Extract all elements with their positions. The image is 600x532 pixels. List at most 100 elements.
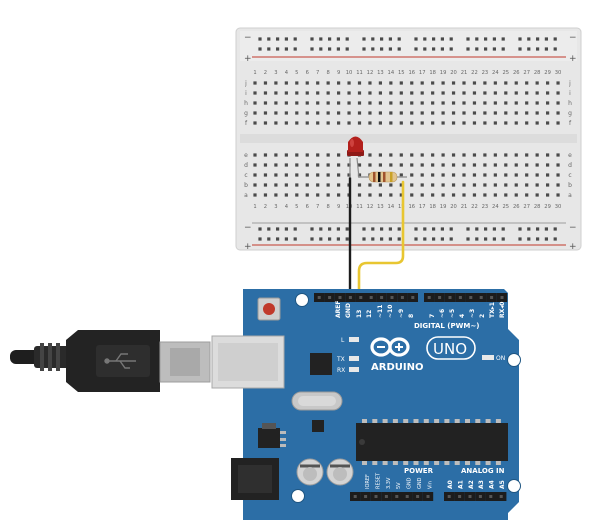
rail-hole[interactable] [440,47,444,51]
terminal-hole[interactable] [462,81,466,85]
rail-hole[interactable] [397,37,401,41]
terminal-hole[interactable] [263,101,268,105]
rail-hole[interactable] [475,237,479,241]
terminal-hole[interactable] [253,193,257,197]
terminal-hole[interactable] [337,193,341,197]
rail-hole[interactable] [336,47,340,51]
terminal-hole[interactable] [483,173,487,177]
terminal-hole[interactable] [451,173,456,177]
terminal-hole[interactable] [483,81,487,85]
terminal-hole[interactable] [504,163,508,167]
rail-hole[interactable] [319,37,323,41]
rail-hole[interactable] [258,37,262,41]
analog-header[interactable] [444,492,507,501]
terminal-hole[interactable] [389,121,393,125]
rail-hole[interactable] [397,227,401,231]
terminal-hole[interactable] [284,121,288,125]
terminal-hole[interactable] [253,101,257,105]
terminal-hole[interactable] [368,163,372,167]
terminal-hole[interactable] [451,163,456,167]
terminal-hole[interactable] [535,121,539,125]
terminal-hole[interactable] [253,153,257,157]
rail-hole[interactable] [258,227,262,231]
terminal-hole[interactable] [263,193,268,197]
terminal-hole[interactable] [389,91,393,95]
terminal-hole[interactable] [504,153,508,157]
rail-hole[interactable] [362,237,366,241]
rail-hole[interactable] [544,237,548,241]
rail-hole[interactable] [345,237,349,241]
terminal-hole[interactable] [295,193,299,197]
terminal-hole[interactable] [305,81,309,85]
terminal-hole[interactable] [514,193,518,197]
terminal-hole[interactable] [295,183,299,187]
terminal-hole[interactable] [305,163,309,167]
terminal-hole[interactable] [316,81,320,85]
terminal-hole[interactable] [253,81,257,85]
terminal-hole[interactable] [399,111,403,115]
rail-hole[interactable] [449,227,453,231]
terminal-hole[interactable] [525,111,529,115]
terminal-hole[interactable] [378,81,382,85]
terminal-hole[interactable] [462,121,466,125]
terminal-hole[interactable] [472,81,477,85]
terminal-hole[interactable] [525,81,529,85]
terminal-hole[interactable] [326,163,330,167]
terminal-hole[interactable] [399,121,403,125]
terminal-hole[interactable] [253,91,257,95]
terminal-hole[interactable] [556,193,560,197]
terminal-hole[interactable] [420,153,424,157]
terminal-hole[interactable] [441,101,445,105]
terminal-hole[interactable] [493,91,497,95]
terminal-hole[interactable] [316,111,320,115]
terminal-hole[interactable] [431,163,435,167]
terminal-hole[interactable] [410,153,414,157]
terminal-hole[interactable] [420,121,424,125]
terminal-hole[interactable] [378,163,382,167]
terminal-hole[interactable] [441,91,445,95]
terminal-hole[interactable] [326,121,330,125]
rail-hole[interactable] [310,47,314,51]
rail-hole[interactable] [553,227,557,231]
terminal-hole[interactable] [525,153,529,157]
terminal-hole[interactable] [535,163,539,167]
rail-hole[interactable] [440,37,444,41]
rail-hole[interactable] [553,37,557,41]
red-led[interactable] [347,136,364,179]
rail-hole[interactable] [319,227,323,231]
terminal-hole[interactable] [451,101,456,105]
terminal-hole[interactable] [284,153,288,157]
terminal-hole[interactable] [431,173,435,177]
rail-hole[interactable] [492,227,496,231]
terminal-hole[interactable] [326,193,330,197]
terminal-hole[interactable] [274,101,278,105]
terminal-hole[interactable] [420,163,424,167]
terminal-hole[interactable] [253,173,257,177]
rail-hole[interactable] [544,47,548,51]
terminal-hole[interactable] [441,163,445,167]
terminal-hole[interactable] [546,173,550,177]
terminal-hole[interactable] [462,163,466,167]
rail-hole[interactable] [466,237,470,241]
rail-hole[interactable] [388,37,392,41]
terminal-hole[interactable] [274,193,278,197]
rail-hole[interactable] [527,237,531,241]
terminal-hole[interactable] [263,121,268,125]
terminal-hole[interactable] [274,111,278,115]
terminal-hole[interactable] [305,121,309,125]
terminal-hole[interactable] [504,81,508,85]
terminal-hole[interactable] [535,183,539,187]
terminal-hole[interactable] [493,153,497,157]
rail-hole[interactable] [371,237,375,241]
terminal-hole[interactable] [462,101,466,105]
terminal-hole[interactable] [462,183,466,187]
rail-hole[interactable] [414,37,418,41]
terminal-hole[interactable] [284,101,288,105]
terminal-hole[interactable] [368,91,372,95]
terminal-hole[interactable] [441,183,445,187]
rail-hole[interactable] [423,37,427,41]
terminal-hole[interactable] [462,91,466,95]
